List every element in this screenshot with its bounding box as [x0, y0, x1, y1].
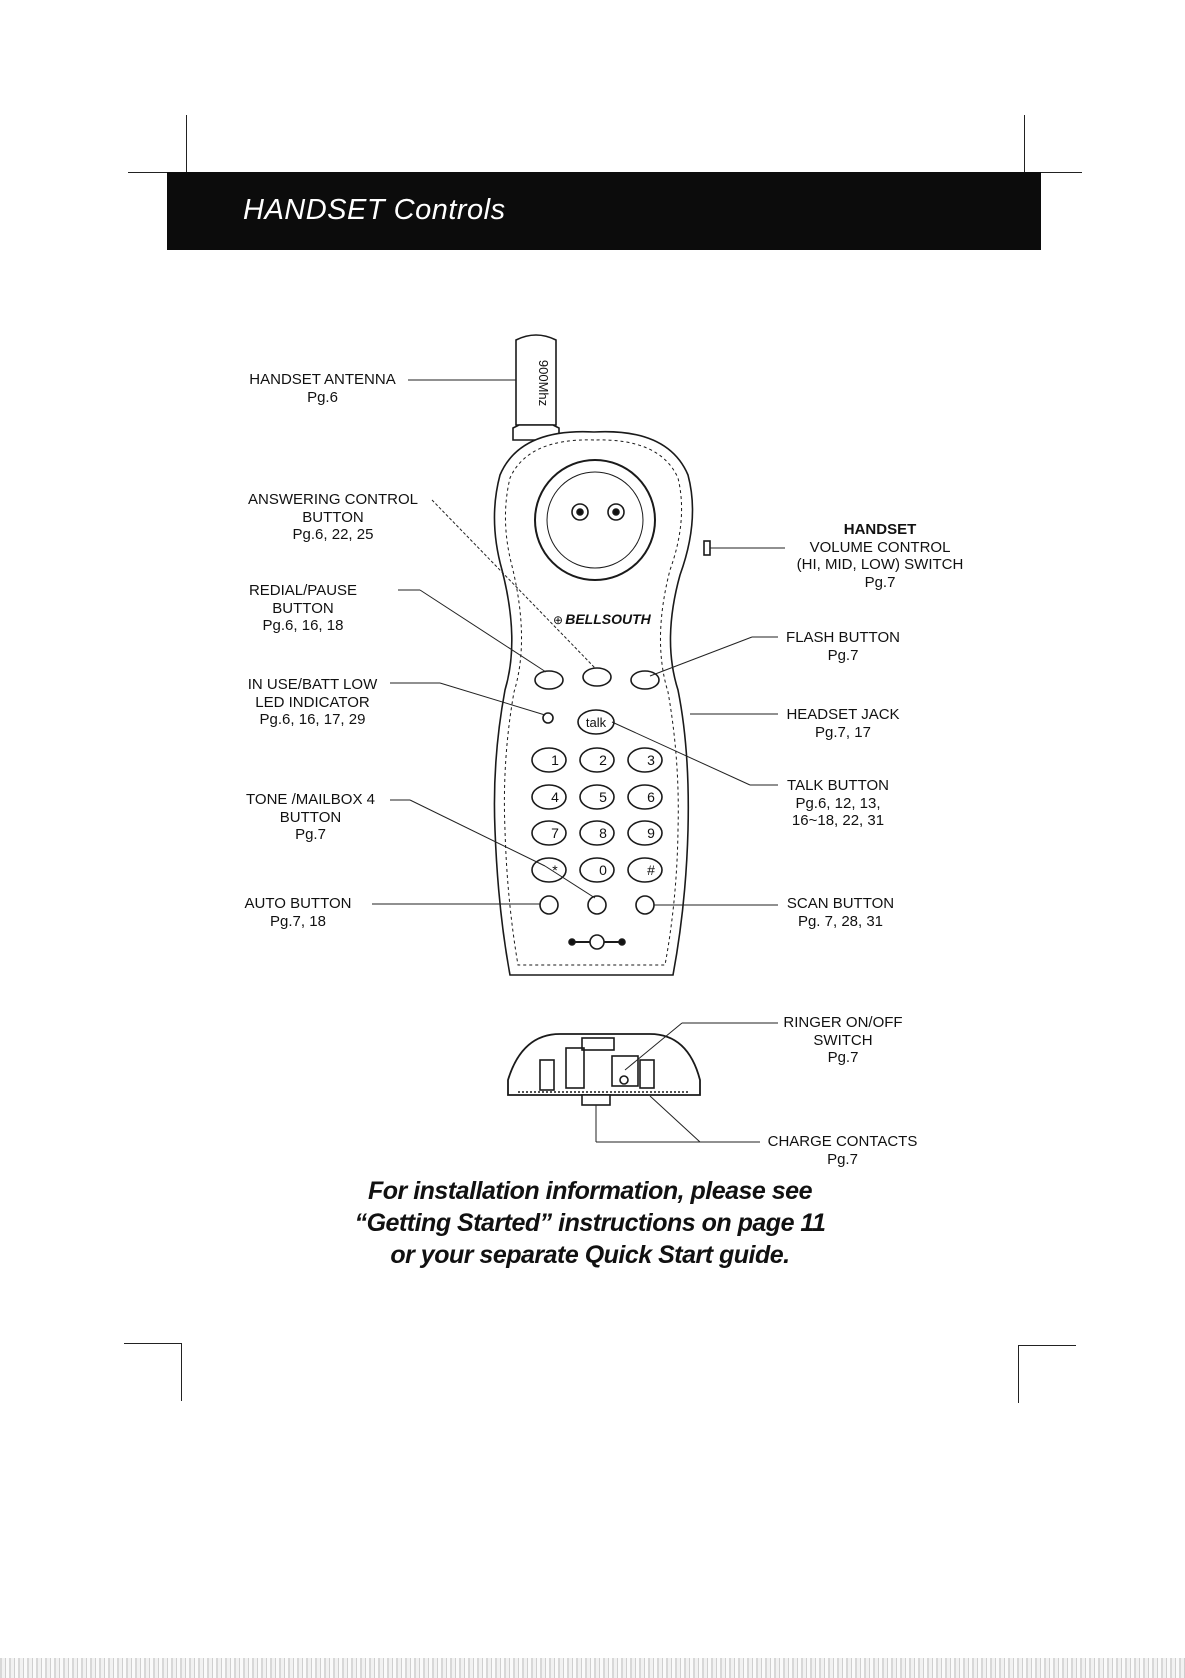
- callout-ringer-switch: RINGER ON/OFF SWITCH Pg.7: [783, 1014, 903, 1066]
- crop-mark-bottom-right-h: [1018, 1345, 1076, 1346]
- callout-volume-control: HANDSET VOLUME CONTROL (HI, MID, LOW) SW…: [796, 521, 964, 591]
- key-hash: #: [647, 862, 655, 878]
- crop-mark-bottom-right-v: [1018, 1345, 1019, 1403]
- key-star: *: [552, 862, 558, 878]
- installation-note: For installation information, please see…: [354, 1177, 826, 1269]
- crop-mark-bottom-left-v: [181, 1343, 182, 1401]
- section-title: HANDSET Controls: [243, 194, 506, 226]
- key-6: 6: [647, 789, 655, 805]
- callout-handset-antenna: HANDSET ANTENNA Pg.6: [249, 371, 396, 406]
- callout-tone-mailbox: TONE /MAILBOX 4 BUTTON Pg.7: [246, 791, 375, 843]
- key-4: 4: [551, 789, 559, 805]
- antenna-label: 900Mhz: [536, 360, 551, 406]
- callout-in-use-batt-low: IN USE/BATT LOW LED INDICATOR Pg.6, 16, …: [247, 676, 378, 728]
- key-9: 9: [647, 825, 655, 841]
- section-header: HANDSET Controls: [167, 172, 1041, 250]
- key-7: 7: [551, 825, 559, 841]
- leader-answering: [431, 499, 596, 669]
- callout-headset-jack: HEADSET JACK Pg.7, 17: [786, 706, 900, 741]
- ringer-switch: [611, 1055, 639, 1087]
- key-2: 2: [599, 752, 607, 768]
- key-8: 8: [599, 825, 607, 841]
- leader-talk: [611, 721, 751, 786]
- callout-redial-pause: REDIAL/PAUSE BUTTON Pg.6, 16, 18: [248, 582, 358, 634]
- callout-flash-button: FLASH BUTTON Pg.7: [786, 629, 900, 664]
- crop-mark-top-right-h: [1024, 172, 1082, 173]
- key-3: 3: [647, 752, 655, 768]
- callout-talk-button: TALK BUTTON Pg.6, 12, 13, 16~18, 22, 31: [787, 777, 889, 829]
- crop-mark-top-left-h: [128, 172, 188, 173]
- handset-antenna: [515, 334, 557, 426]
- in-use-led: [542, 712, 554, 724]
- crop-mark-top-left-v: [186, 115, 187, 173]
- brand-logo: BELLSOUTH: [565, 611, 651, 627]
- mute-button: [587, 895, 607, 915]
- crop-mark-top-right-v: [1024, 115, 1025, 173]
- charge-contacts: [581, 1094, 611, 1106]
- scan-noise-strip: [0, 1658, 1185, 1678]
- callout-charge-contacts: CHARGE CONTACTS Pg.7: [767, 1133, 918, 1168]
- earpiece-speaker: [534, 459, 656, 581]
- key-1: 1: [551, 752, 559, 768]
- auto-button: [539, 895, 559, 915]
- scan-button: [635, 895, 655, 915]
- redial-pause-button: [534, 670, 564, 690]
- handset-body: [493, 430, 694, 976]
- talk-key-label: talk: [586, 715, 607, 730]
- leader-ringer: [624, 1022, 683, 1071]
- callout-auto-button: AUTO BUTTON Pg.7, 18: [244, 895, 352, 930]
- callout-answering-control: ANSWERING CONTROL BUTTON Pg.6, 22, 25: [247, 491, 418, 543]
- key-5: 5: [599, 789, 607, 805]
- crop-mark-bottom-left-h: [124, 1343, 182, 1344]
- talk-button: [577, 709, 615, 735]
- callout-scan-button: SCAN BUTTON Pg. 7, 28, 31: [786, 895, 895, 930]
- svg-text:⊕: ⊕: [553, 613, 563, 627]
- key-0: 0: [599, 862, 607, 878]
- leader-flash: [649, 636, 753, 677]
- handset-bottom-view: [507, 1033, 701, 1096]
- answering-control-button: [582, 667, 612, 687]
